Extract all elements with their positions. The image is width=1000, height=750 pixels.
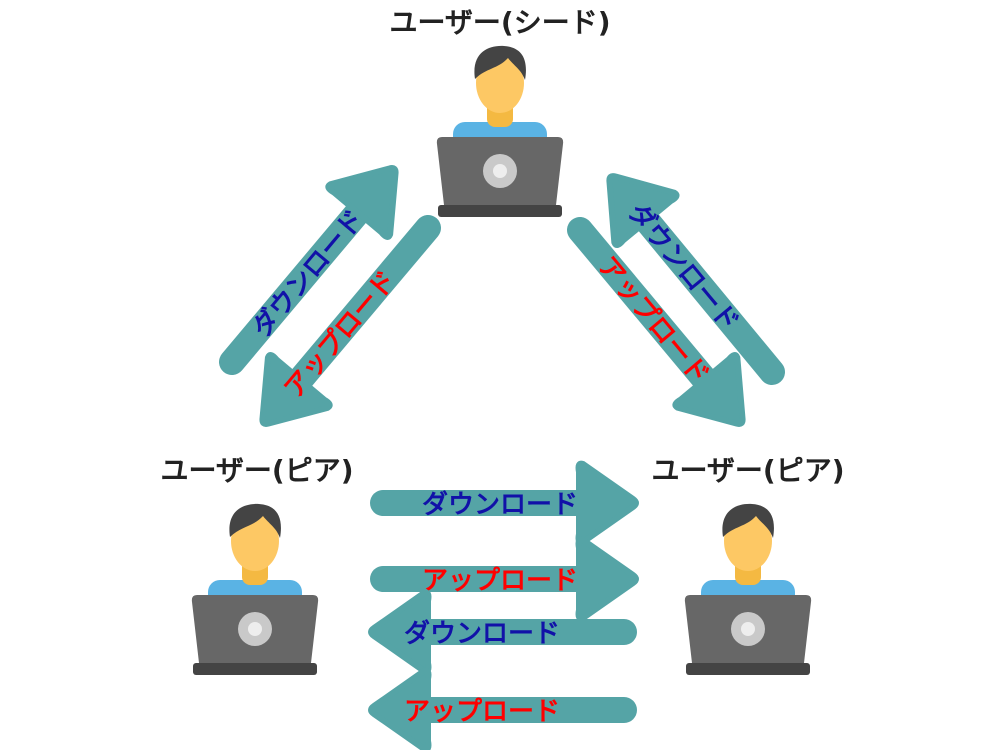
left-to-right-upload-arrow: アップロード xyxy=(370,536,639,622)
arrow-shaft xyxy=(418,619,637,645)
arrow-head xyxy=(259,352,333,427)
right-to-left-upload-arrow: アップロード xyxy=(368,667,637,750)
arrow-shaft xyxy=(567,217,716,391)
arrow-head xyxy=(672,352,746,427)
arrow-shaft xyxy=(635,210,785,385)
arrow-shaft xyxy=(370,490,589,516)
arrow-shaft xyxy=(219,201,369,375)
arrow-head xyxy=(368,667,432,750)
arrow-shaft xyxy=(418,697,637,723)
download-label: ダウンロード xyxy=(422,489,578,520)
arrow-shaft xyxy=(289,214,441,391)
arrow-head xyxy=(575,460,639,546)
upload-label: アップロード xyxy=(422,566,578,596)
seed-user-label: ユーザー(シード) xyxy=(389,6,610,39)
arrow-head xyxy=(606,173,680,248)
arrow-head xyxy=(325,165,399,240)
left-to-right-download-arrow: ダウンロード xyxy=(370,460,639,546)
peer-right-user-laptop-icon xyxy=(684,503,812,675)
upload-label: アップロード xyxy=(404,697,560,727)
peer-left-user-laptop-icon xyxy=(191,503,319,675)
peer-left-label: ユーザー(ピア) xyxy=(160,454,353,487)
arrow-shaft xyxy=(370,566,589,592)
download-label: ダウンロード xyxy=(404,618,560,649)
seed-user-laptop-icon xyxy=(436,45,564,217)
peer-right-label: ユーザー(ピア) xyxy=(651,454,844,487)
arrow-head xyxy=(575,536,639,622)
